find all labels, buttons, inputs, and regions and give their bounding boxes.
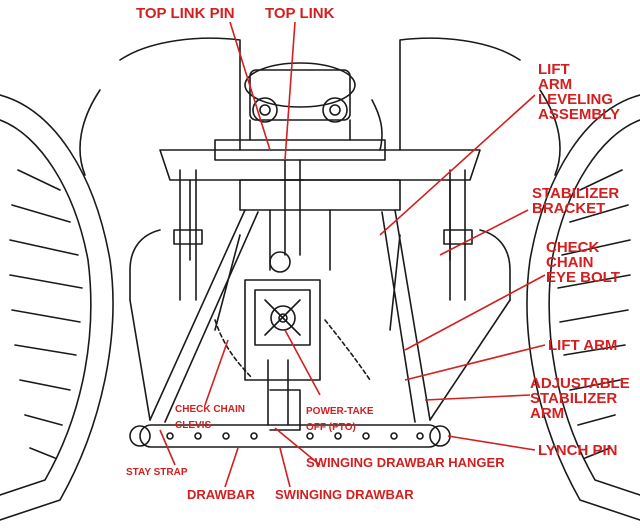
lift-arm-label: LIFT ARM [548, 337, 618, 354]
lynch-pin-label: LYNCH PIN [538, 442, 618, 459]
power-take-off-line-2: OFF (PTO) [306, 422, 356, 433]
stabilizer-bracket-line-2: BRACKET [532, 200, 606, 217]
stabilizer-bracket-line-1: STABILIZER [532, 185, 620, 202]
power-take-off-label: POWER-TAKE OFF (PTO) [306, 407, 374, 433]
lower-links [149, 209, 431, 423]
top-link-pin-label: TOP LINK PIN [136, 5, 235, 22]
check-chain-clevis-label: CHECK CHAIN CLEVIS [175, 405, 245, 431]
top-link-label: TOP LINK [265, 5, 335, 22]
drawbar-label: DRAWBAR [187, 487, 255, 502]
lift-rods [173, 169, 473, 301]
adjustable-stabilizer-line-1: ADJUSTABLE [530, 375, 630, 392]
check-chain-clevis-line-2: CLEVIS [175, 420, 212, 431]
stabilizer-bracket-label: STABILIZER BRACKET [532, 186, 619, 216]
lift-arm-leveling-assembly-label: LIFT ARM LEVELING ASSEMBLY [538, 62, 620, 122]
lift-arm-leveling-line-2: ARM [538, 76, 573, 93]
top-link [281, 159, 304, 256]
lift-arm-leveling-line-4: ASSEMBLY [538, 106, 620, 123]
adjustable-stabilizer-arm-label: ADJUSTABLE STABILIZER ARM [530, 376, 630, 421]
power-take-off-line-1: POWER-TAKE [306, 406, 374, 417]
adjustable-stabilizer-line-3: ARM [530, 405, 565, 422]
lift-arm-leveling-line-3: LEVELING [538, 91, 614, 108]
drawbar-hanger [267, 359, 289, 426]
leader-lines [159, 21, 546, 488]
left-tire [0, 89, 114, 521]
rear-housing [129, 149, 511, 301]
check-chain-eye-bolt-line-3: EYE BOLT [546, 269, 620, 286]
check-chains [214, 319, 371, 381]
adjustable-stabilizer-line-2: STABILIZER [530, 390, 618, 407]
check-chain-clevis-line-1: CHECK CHAIN [175, 404, 245, 415]
check-chain-eye-bolt-label: CHECK CHAIN EYE BOLT [546, 240, 620, 285]
check-chain-eye-bolt-line-1: CHECK [546, 239, 600, 256]
pto-box [244, 279, 321, 381]
check-chain-eye-bolt-line-2: CHAIN [546, 254, 594, 271]
swinging-drawbar-hanger-label: SWINGING DRAWBAR HANGER [306, 455, 505, 470]
stay-strap-label: STAY STRAP [126, 467, 188, 478]
lift-arm-leveling-line-1: LIFT [538, 61, 570, 78]
right-tire [526, 89, 640, 521]
drawbar-bar [139, 389, 441, 448]
swinging-drawbar-label: SWINGING DRAWBAR [275, 487, 414, 502]
